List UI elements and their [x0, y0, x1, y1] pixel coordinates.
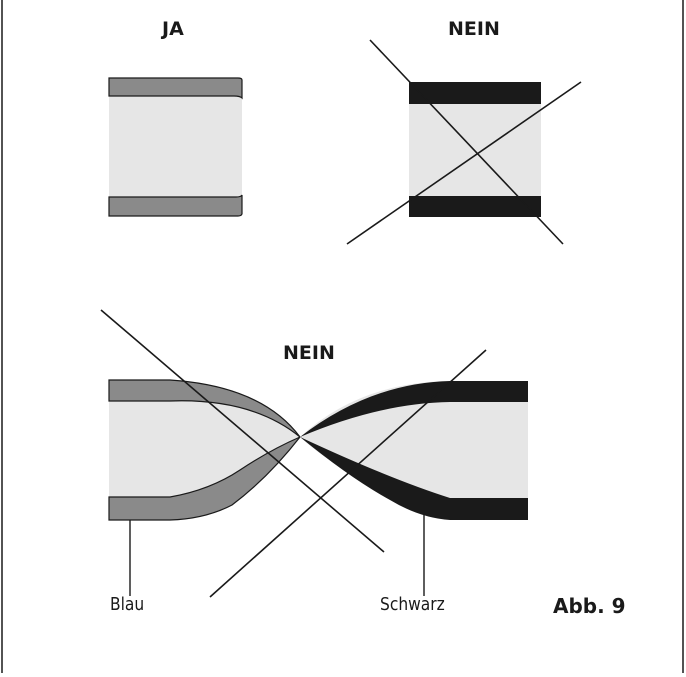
black-sheath-bottom: [409, 196, 541, 217]
blue-sheath-top: [108, 77, 243, 100]
black-sheath-top: [300, 381, 528, 437]
insulation-core: [109, 380, 528, 499]
blue-sheath-bottom: [108, 436, 301, 521]
cross-line-2: [346, 81, 582, 245]
cable-twisted-wrong-icon: [108, 379, 528, 521]
black-sheath-bottom: [300, 437, 528, 520]
cross-line-1: [369, 39, 564, 245]
black-sheath-top: [409, 82, 541, 104]
cable-section-correct-icon: [108, 77, 243, 217]
blau-label: Blau: [110, 594, 145, 615]
cross-out-icon: [100, 309, 487, 598]
cross-line-2: [209, 349, 487, 598]
nein-bottom-label: NEIN: [283, 342, 335, 364]
cross-out-icon: [346, 39, 582, 245]
ja-label: JA: [162, 18, 184, 40]
cross-line-1: [100, 309, 385, 553]
insulation-core: [109, 78, 242, 216]
nein-top-label: NEIN: [448, 18, 500, 40]
schwarz-label: Schwarz: [380, 594, 445, 615]
blue-sheath-bottom: [108, 194, 243, 217]
figure-number: Abb. 9: [553, 594, 626, 618]
